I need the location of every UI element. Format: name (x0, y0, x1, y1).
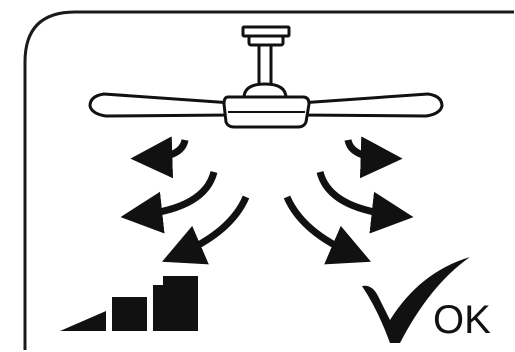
speed-bar (153, 285, 198, 331)
airflow-arrow (287, 197, 353, 254)
airflow-arrows-icon (140, 140, 394, 254)
speed-bar (163, 276, 198, 288)
speed-bar (60, 311, 106, 331)
ceiling-fan-icon (90, 27, 442, 127)
airflow-arrow (150, 140, 185, 158)
airflow-arrow (140, 172, 214, 215)
airflow-arrow (320, 172, 394, 215)
signal-strength-bars-icon (60, 276, 198, 331)
airflow-arrow (180, 197, 246, 254)
ok-label: OK (433, 300, 491, 340)
speed-bar (112, 297, 147, 331)
airflow-arrow (348, 140, 383, 158)
